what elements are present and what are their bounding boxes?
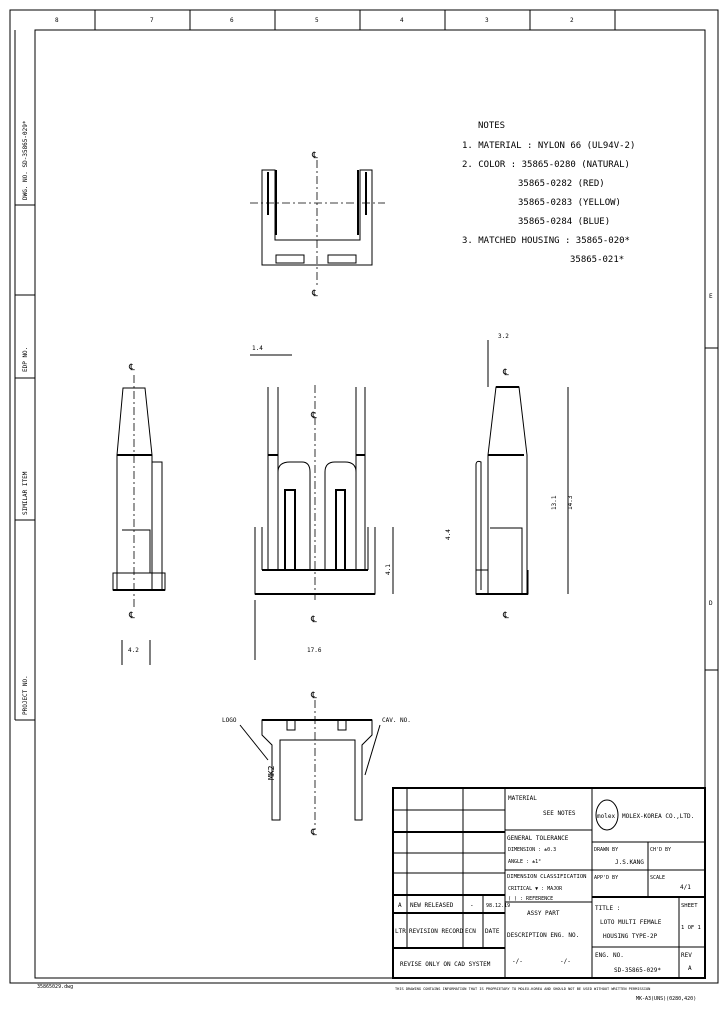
classification-label: DIMENSION CLASSIFICATION — [507, 874, 586, 880]
bottom-view: ℄ ℄ LOGO CAV. NO. MK2 — [222, 691, 411, 838]
project-no-label: PROJECT NO. — [22, 675, 29, 715]
title-line: HOUSING TYPE-2P — [603, 933, 658, 940]
description-label: DESCRIPTION ENG. NO. — [507, 932, 579, 939]
column-marker: 2 — [570, 17, 574, 24]
drawn-by-label: DRAWN BY — [594, 847, 618, 853]
column-marker: 8 — [55, 17, 59, 24]
revision-date: 98.12.19 — [486, 903, 510, 909]
right-side-view: 3.2 ℄ ℄ 13.1 14.3 4.4 — [445, 333, 574, 621]
sheet-value: 1 OF 1 — [681, 925, 701, 931]
drawn-by-value: J.S.KANG — [615, 859, 644, 866]
dim-side-height-outer: 14.3 — [567, 495, 574, 510]
header-date: DATE — [485, 928, 500, 935]
rev-label: REV — [681, 952, 692, 959]
note-line: 35865-021* — [570, 255, 624, 265]
scale-value: 4/1 — [680, 884, 691, 891]
column-marker: 4 — [400, 17, 404, 24]
revision-record: NEW RELEASED — [410, 902, 454, 909]
centerline-mark: ℄ — [311, 151, 318, 161]
molex-logo: molex — [597, 813, 615, 820]
centerline-mark: ℄ — [311, 289, 318, 299]
dim-front-width: 17.6 — [307, 647, 322, 654]
front-view: ℄ ℄ 1.4 17.6 4.1 — [250, 345, 394, 660]
note-line: 35865-0283 (YELLOW) — [518, 198, 621, 208]
revise-note: REVISE ONLY ON CAD SYSTEM — [400, 961, 491, 968]
assy-label: ASSY PART — [527, 910, 560, 917]
dim-side-width: 3.2 — [498, 333, 509, 340]
material-value: SEE NOTES — [543, 810, 576, 817]
notes: NOTES 1. MATERIAL : NYLON 66 (UL94V-2) 2… — [462, 121, 635, 265]
dwg-no-label: DWG. NO. SD-35865-029* — [22, 120, 29, 200]
company-name: MOLEX-KOREA CO.,LTD. — [622, 813, 694, 820]
note-line: 1. MATERIAL : NYLON 66 (UL94V-2) — [462, 141, 635, 151]
centerline-mark: ℄ — [502, 611, 509, 621]
title-label: TITLE : — [595, 905, 620, 912]
assy-value: -/- — [512, 958, 523, 965]
checked-by-label: CH'D BY — [650, 847, 671, 853]
tolerance-dimension: DIMENSION : ±0.3 — [508, 847, 556, 853]
assy-value: -/- — [560, 958, 571, 965]
revision-ltr: A — [398, 902, 402, 909]
centerline-mark: ℄ — [310, 615, 317, 625]
dim-front-height: 4.1 — [385, 564, 392, 575]
classification-reference: ( ) : REFERENCE — [508, 896, 553, 902]
header-ltr: LTR — [395, 928, 406, 935]
material-label: MATERIAL — [508, 795, 537, 802]
column-marker: 6 — [230, 17, 234, 24]
classification-critical: CRITICAL ▼ : MAJOR — [508, 886, 563, 892]
proprietary-notice: THIS DRAWING CONTAINS INFORMATION THAT I… — [395, 987, 650, 991]
cav-no-callout: CAV. NO. — [382, 717, 411, 724]
column-marker: 3 — [485, 17, 489, 24]
row-marker: D — [709, 600, 713, 607]
notes-heading: NOTES — [478, 121, 505, 131]
row-marker: E — [709, 293, 713, 300]
rev-value: A — [688, 965, 692, 972]
eng-no-label: ENG. NO. — [595, 952, 624, 959]
centerline-mark: ℄ — [128, 611, 135, 621]
title-block: A NEW RELEASED - 98.12.19 LTR REVISION R… — [392, 787, 706, 979]
form-code: MK-A3(UNS)(0280,420) — [636, 996, 696, 1002]
tolerance-angle: ANGLE : ±1° — [508, 859, 541, 865]
file-name: 35865029.dwg — [37, 984, 73, 990]
header-record: REVISION RECORD — [409, 928, 464, 935]
molex-logo-circle — [595, 799, 619, 831]
column-markers: 8 7 6 5 4 3 2 E D — [55, 17, 713, 607]
header-ecn: ECN — [465, 928, 476, 935]
drawing-frame — [9, 9, 719, 984]
centerline-mark: ℄ — [310, 411, 317, 421]
note-line: 2. COLOR : 35865-0280 (NATURAL) — [462, 160, 630, 170]
scale-label: SCALE — [650, 875, 665, 881]
eng-no-value: SD-35865-029* — [614, 967, 661, 974]
dim-side-depth: 4.4 — [445, 529, 452, 540]
column-marker: 5 — [315, 17, 319, 24]
dim-side-height-inner: 13.1 — [551, 495, 558, 510]
column-marker: 7 — [150, 17, 154, 24]
dim-left-width: 4.2 — [128, 647, 139, 654]
left-side-view: ℄ ℄ 4.2 — [112, 363, 166, 665]
logo-callout: LOGO — [222, 717, 237, 724]
edp-no-label: EDP NO. — [22, 347, 29, 372]
sheet-label: SHEET — [681, 903, 698, 909]
centerline-mark: ℄ — [128, 363, 135, 373]
left-strip-labels: DWG. NO. SD-35865-029* EDP NO. SIMILAR I… — [22, 120, 29, 715]
note-line: 35865-0282 (RED) — [518, 179, 605, 189]
centerline-mark: ℄ — [502, 368, 509, 378]
approved-by-label: APP'D BY — [594, 875, 618, 881]
dim-pitch: 1.4 — [252, 345, 263, 352]
note-line: 3. MATCHED HOUSING : 35865-020* — [462, 236, 630, 246]
similar-item-label: SIMILAR ITEM — [22, 471, 29, 515]
title-line: LOTO MULTI FEMALE — [600, 919, 662, 926]
centerline-mark: ℄ — [310, 691, 317, 701]
mark-text: MK2 — [267, 765, 276, 780]
centerline-mark: ℄ — [310, 828, 317, 838]
revision-ecn: - — [470, 902, 474, 909]
note-line: 35865-0284 (BLUE) — [518, 217, 610, 227]
tolerance-label: GENERAL TOLERANCE — [507, 835, 569, 842]
top-view: ℄ ℄ — [250, 151, 385, 299]
